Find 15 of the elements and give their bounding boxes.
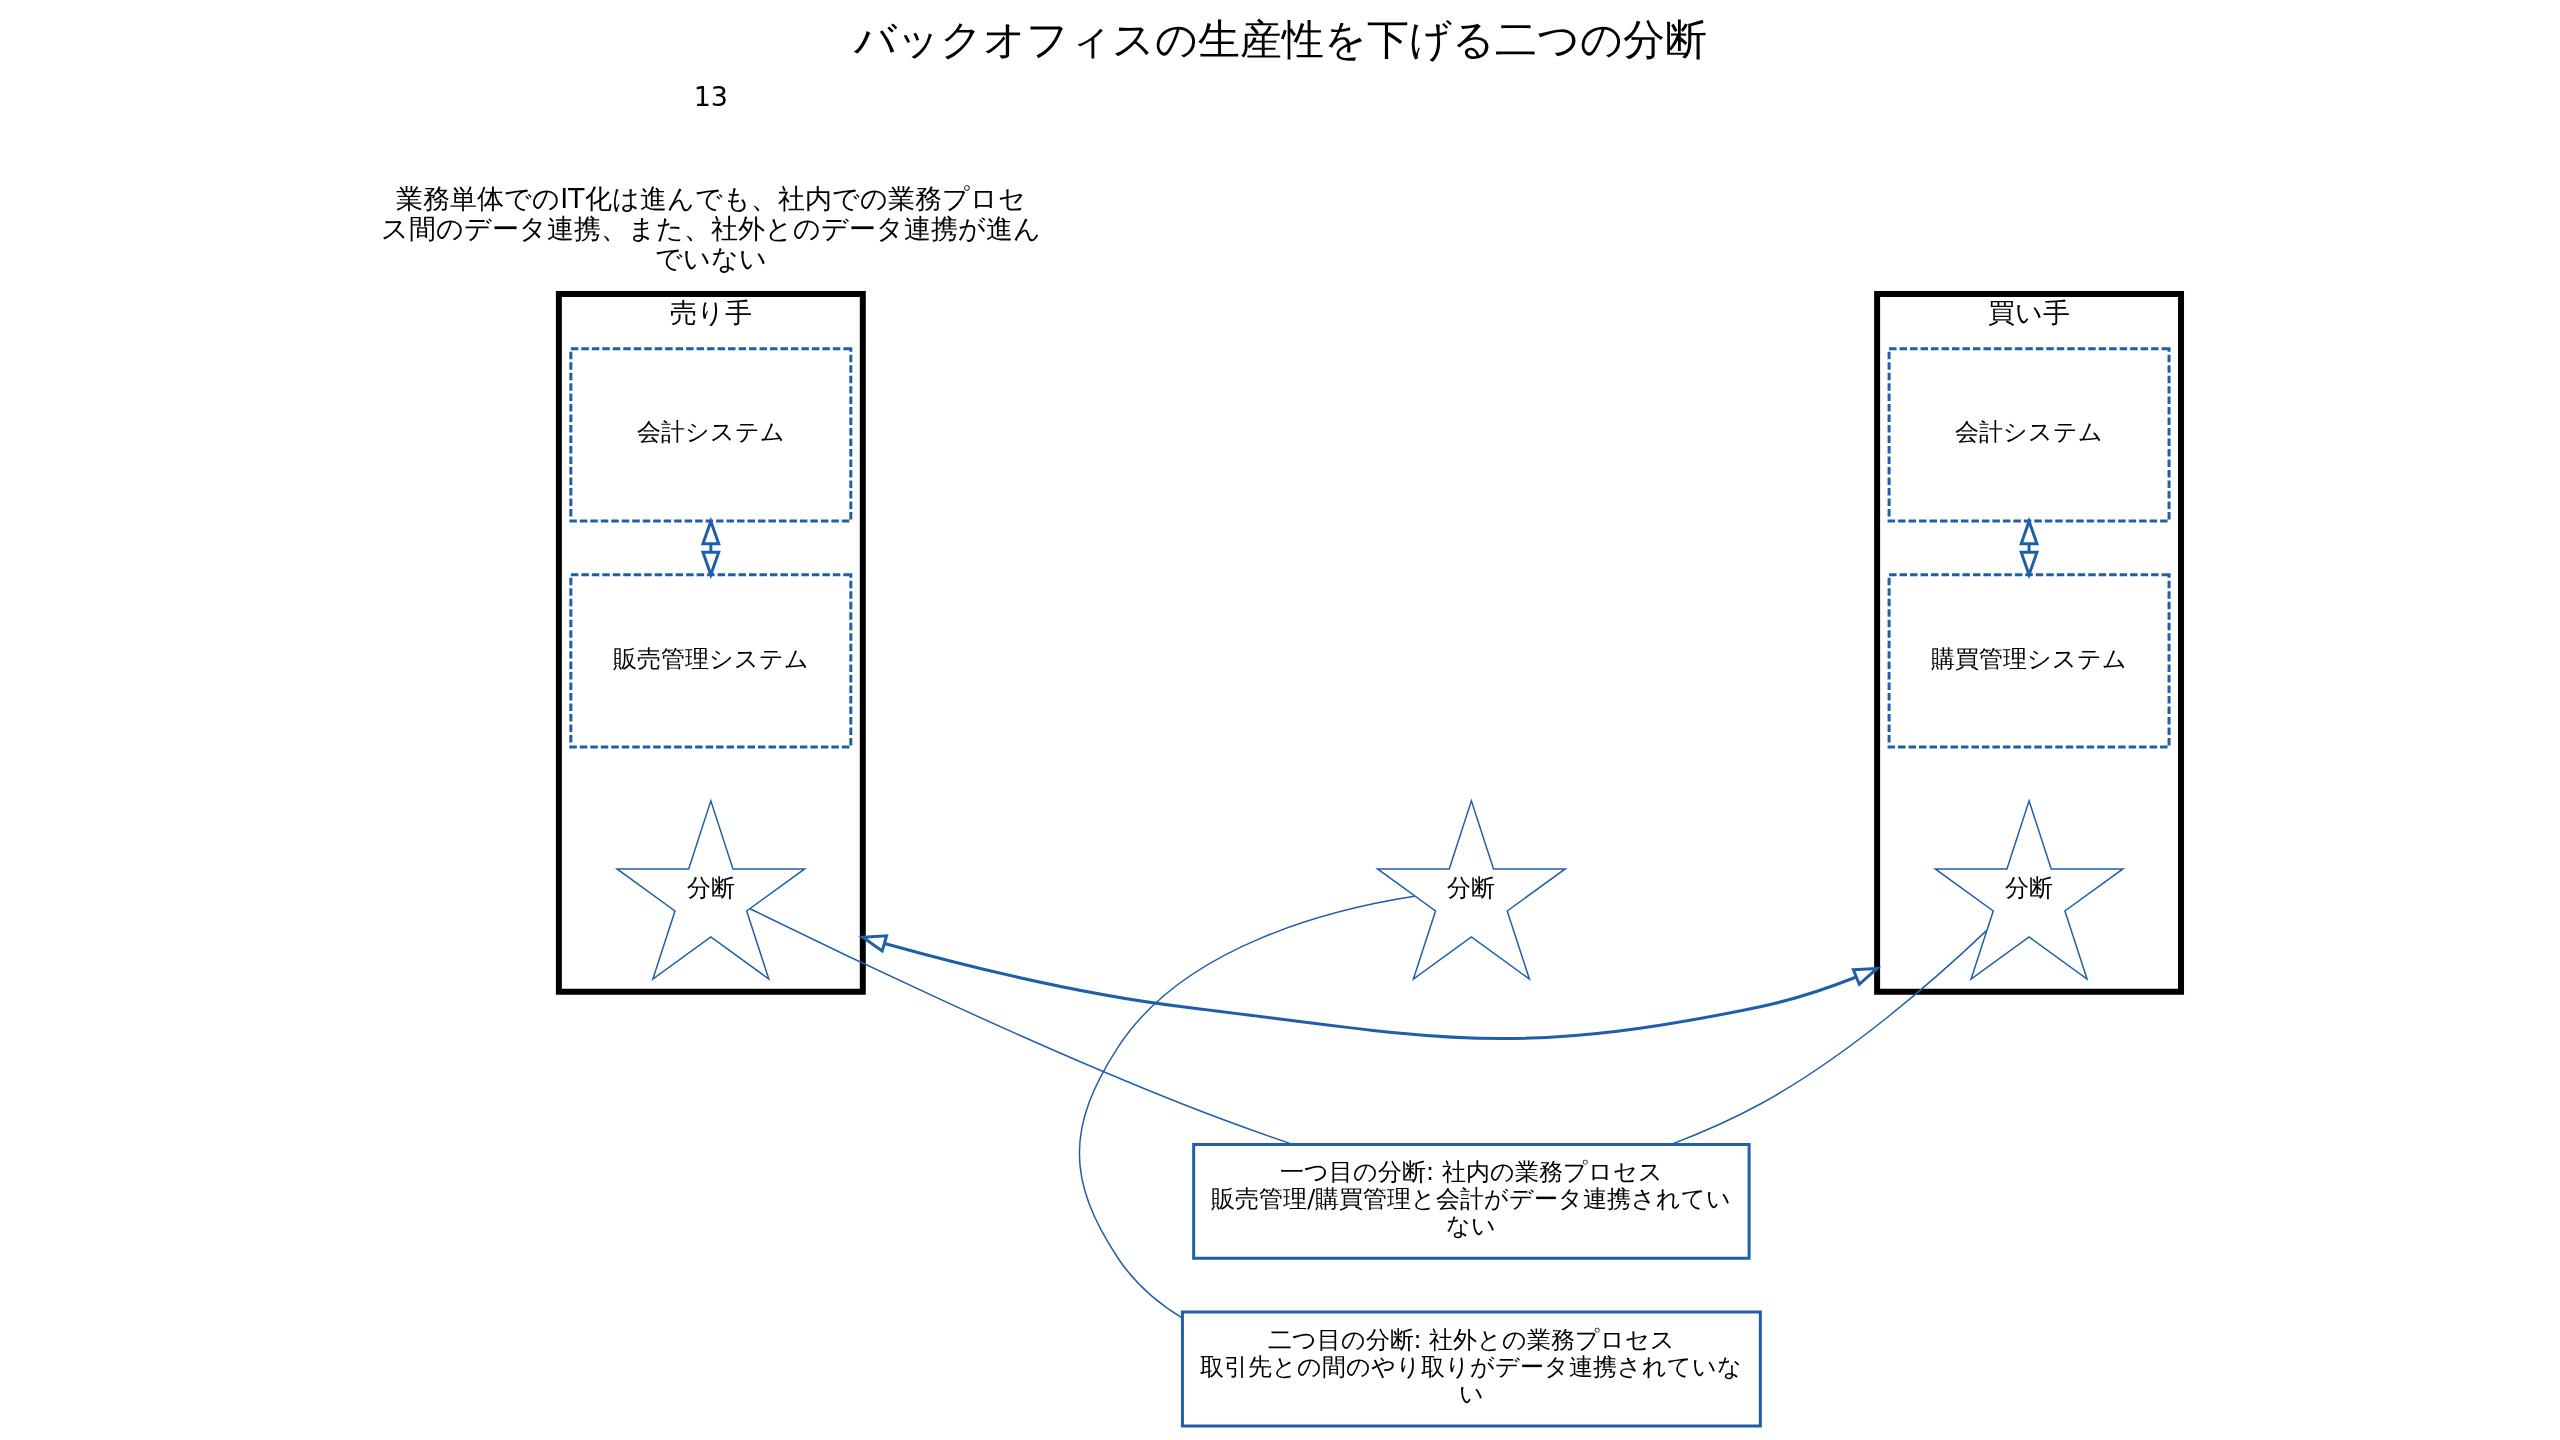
node-box: 購買管理システム xyxy=(1887,573,2171,749)
label: 13 xyxy=(693,81,728,113)
arrow xyxy=(700,516,721,580)
node-box: 会計システム xyxy=(568,347,852,523)
connector xyxy=(1078,895,1415,1319)
node-box: 会計システム xyxy=(1887,347,2171,523)
connector xyxy=(748,908,1293,1146)
arrow xyxy=(2018,516,2039,580)
node-box: 販売管理システム xyxy=(568,573,852,749)
connector xyxy=(1670,929,1987,1146)
node-box: 一つ目の分断: 社内の業務プロセス 販売管理/購買管理と会計がデータ連携されていない xyxy=(1191,1142,1751,1260)
node-box: 二つ目の分断: 社外との業務プロセス 取引先との間のやり取りがデータ連携されていない xyxy=(1180,1310,1762,1428)
label: 業務単体でのIT化は進んでも、社内での業務プロセス間のデータ連携、また、社外とのデータ連携が進んでいない xyxy=(380,182,1041,274)
arrow xyxy=(857,934,1881,1040)
diagram-title: バックオフィスの生産性を下げる二つの分断 xyxy=(853,14,1707,64)
